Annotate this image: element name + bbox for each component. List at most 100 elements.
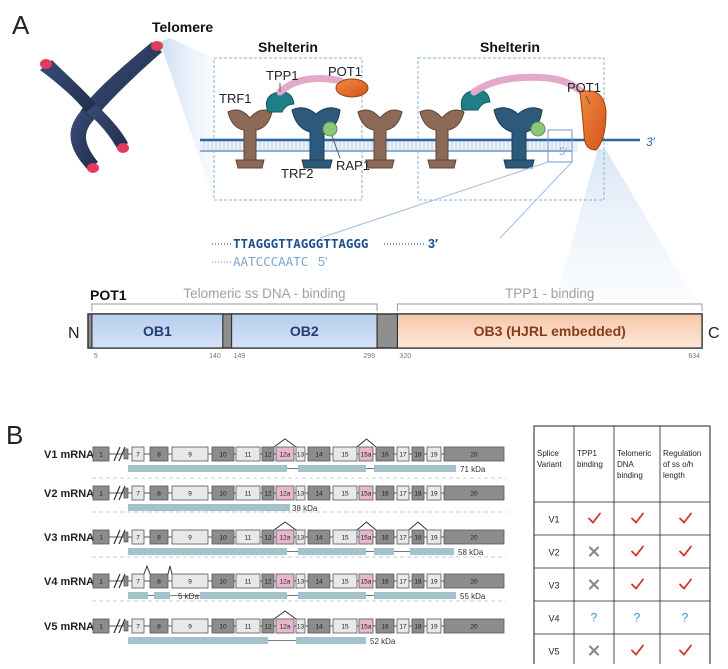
exon-12a xyxy=(275,529,295,545)
exon-19 xyxy=(426,446,442,462)
exon-10 xyxy=(211,485,235,501)
exon-label: 13 xyxy=(297,452,305,459)
exon-18 xyxy=(411,529,425,545)
zoom-cone-right xyxy=(556,148,695,300)
exon-16 xyxy=(375,529,395,545)
domain-map-protein: POT1 xyxy=(90,287,127,303)
exon-8 xyxy=(149,485,169,501)
exon-14 xyxy=(307,485,331,501)
break-mark xyxy=(113,618,121,634)
exon-label: 14 xyxy=(315,624,323,631)
trf1-protein-3 xyxy=(419,109,465,169)
exon-8 xyxy=(149,573,169,589)
exon-19 xyxy=(426,618,442,634)
exon-16 xyxy=(375,573,395,589)
table-row: V5 xyxy=(548,644,692,657)
exon-label: 11 xyxy=(245,535,252,542)
unknown-mark: ? xyxy=(682,611,689,625)
exon-label: 14 xyxy=(315,579,323,586)
domain-2 xyxy=(230,313,378,349)
exon-label: 15a xyxy=(361,491,372,498)
protein-bar xyxy=(374,592,456,599)
table-row: V1 xyxy=(548,512,692,525)
exon-label: 13 xyxy=(297,579,305,586)
exon-9 xyxy=(171,446,209,462)
shelterin-label-1: Shelterin xyxy=(258,39,318,55)
exon-label: 10 xyxy=(219,535,227,542)
exon-label: 19 xyxy=(430,579,438,586)
exon-15 xyxy=(332,573,358,589)
three-prime-label: 3′ xyxy=(646,135,656,149)
exon-10 xyxy=(211,573,235,589)
tpp1-protein xyxy=(265,91,295,113)
tpp1-linker-2 xyxy=(470,73,586,96)
exon-9 xyxy=(171,529,209,545)
tpp1-binding-label: TPP1 - binding xyxy=(505,286,594,301)
exon-label: 15a xyxy=(361,452,372,459)
exon-label: 12a xyxy=(280,452,291,459)
exon-1 xyxy=(92,446,110,462)
check-icon xyxy=(631,512,644,524)
unknown-mark: ? xyxy=(591,611,598,625)
sequence-top-end: 3′ xyxy=(428,237,438,251)
exon-label: 1 xyxy=(99,535,103,542)
exon-label: 20 xyxy=(470,535,478,542)
exon-9 xyxy=(171,618,209,634)
variant-name: V4 mRNA xyxy=(44,576,94,588)
table-row: V3 xyxy=(548,578,692,591)
exon-15a xyxy=(358,529,374,545)
table-variant: V4 xyxy=(548,614,559,624)
exon-label: 15 xyxy=(341,491,349,498)
exon-label: 8 xyxy=(157,535,161,542)
exon-20 xyxy=(443,573,505,589)
protein-bar xyxy=(128,548,287,555)
exon-label: 13 xyxy=(297,624,305,631)
protein-bar xyxy=(154,592,170,599)
splice-junction xyxy=(143,564,151,575)
exon-11 xyxy=(235,618,261,634)
exon-1 xyxy=(92,485,110,501)
kda-label: 55 kDa xyxy=(460,592,486,601)
domain-label-1: OB1 xyxy=(143,323,172,339)
pot1-label-left: POT1 xyxy=(328,64,362,79)
exon-label: 1 xyxy=(99,624,103,631)
variant-name: V5 mRNA xyxy=(44,621,94,633)
exon-16 xyxy=(375,485,395,501)
tpp1-bracket xyxy=(396,303,703,311)
exon-10 xyxy=(211,529,235,545)
exon-8 xyxy=(149,618,169,634)
sequence-top: TTAGGGTTAGGGTTAGGG xyxy=(233,236,368,251)
exon-label: 11 xyxy=(245,579,252,586)
domain-3 xyxy=(396,313,703,349)
exon-12 xyxy=(261,618,275,634)
exon-fragment xyxy=(123,487,129,499)
exon-label: 9 xyxy=(188,452,192,459)
exon-17 xyxy=(396,529,410,545)
exon-12 xyxy=(261,573,275,589)
exon-7 xyxy=(131,618,145,634)
exon-17 xyxy=(396,446,410,462)
exon-7 xyxy=(131,485,145,501)
exon-11 xyxy=(235,446,261,462)
exon-fragment xyxy=(123,620,129,632)
exon-label: 9 xyxy=(188,579,192,586)
exon-13 xyxy=(295,485,306,501)
splice-junction xyxy=(356,438,377,448)
protein-bar xyxy=(298,465,366,472)
variant-name: V2 mRNA xyxy=(44,488,94,500)
exon-15 xyxy=(332,485,358,501)
splice-junction xyxy=(273,438,297,448)
splice-junction xyxy=(273,610,297,620)
splice-junction xyxy=(408,521,428,531)
exon-15a xyxy=(358,485,374,501)
rap1-label: RAP1 xyxy=(336,158,370,173)
domain-label-2: OB2 xyxy=(290,323,319,339)
ssdna-bracket xyxy=(91,303,378,311)
exon-label: 9 xyxy=(188,491,192,498)
exon-20 xyxy=(443,485,505,501)
domain-end-3: 634 xyxy=(688,353,700,360)
splice-junction xyxy=(167,565,173,575)
exon-label: 15 xyxy=(341,535,349,542)
